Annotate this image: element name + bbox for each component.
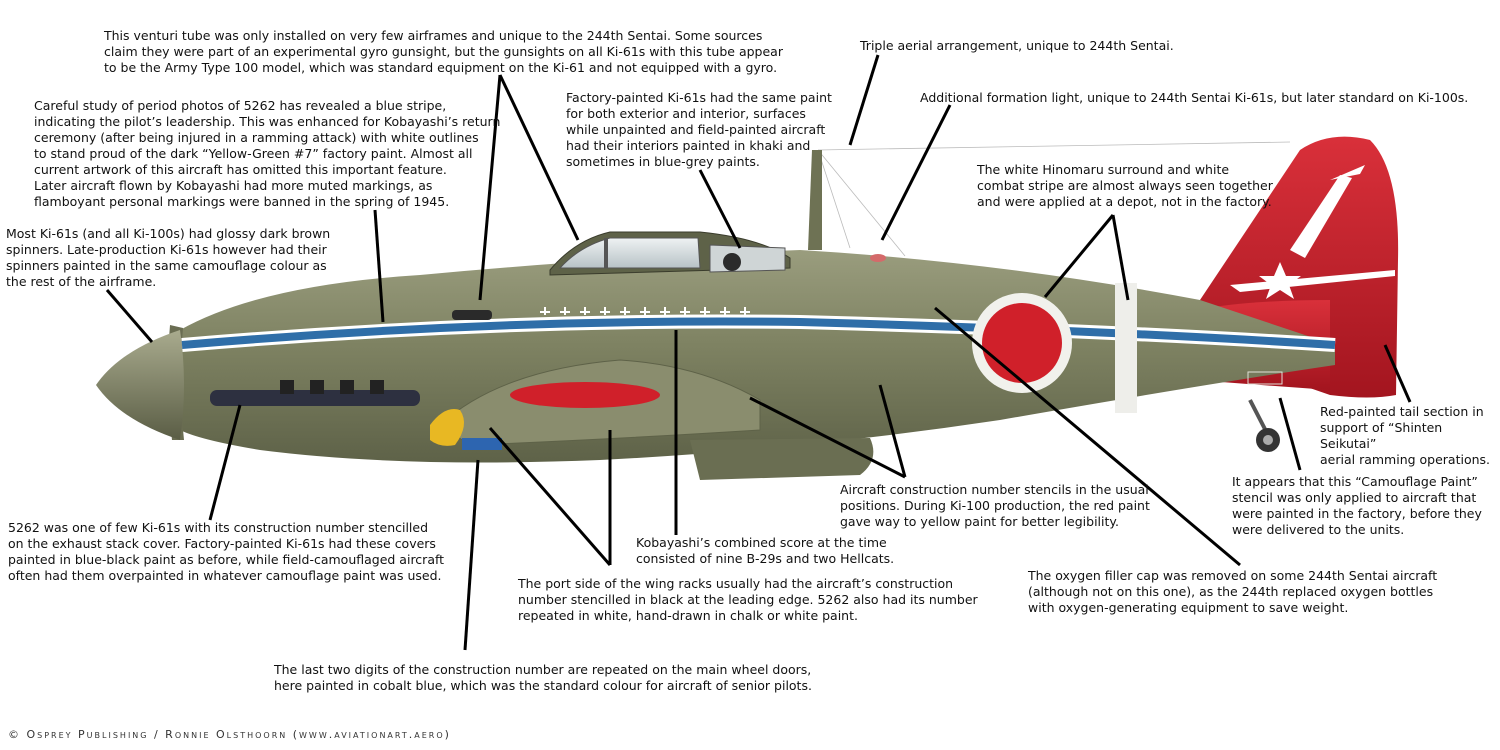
note-aerial: Triple aerial arrangement, unique to 244… (860, 38, 1174, 53)
aerial-mast (808, 150, 822, 250)
formation-light (870, 254, 886, 262)
note-hinomaru: The white Hinomaru surround and white co… (977, 162, 1273, 209)
spinner (96, 330, 184, 440)
note-factory-paint: Factory-painted Ki-61s had the same pain… (566, 90, 832, 169)
canopy-glass (558, 237, 701, 269)
combat-stripe-blue-inner (181, 317, 1336, 349)
white-combat-band (1115, 283, 1137, 413)
rear-canopy (709, 244, 786, 273)
note-camouflage-stencil: It appears that this “Camouflage Paint” … (1232, 474, 1482, 537)
note-wheel-doors: The last two digits of the construction … (274, 662, 812, 693)
venturi-tube (452, 310, 492, 320)
note-wing-racks: The port side of the wing racks usually … (518, 576, 978, 623)
note-red-tail: Red-painted tail section in support of “… (1320, 404, 1491, 467)
note-blue-stripe: Careful study of period photos of 5262 h… (34, 98, 501, 209)
canopy-frame (604, 238, 608, 268)
hinomaru (982, 303, 1062, 383)
tail-emblem (1230, 165, 1395, 299)
annotation-arrows (105, 54, 1412, 651)
exhaust-stacks (210, 380, 420, 406)
pilot-headrest (723, 253, 741, 271)
tail-wheel (1248, 399, 1280, 452)
note-construction-stencils: Aircraft construction number stencils in… (840, 482, 1150, 529)
radiator-scoop (690, 438, 874, 480)
note-spinner: Most Ki-61s (and all Ki-100s) had glossy… (6, 226, 331, 289)
camouflage-stencil (1247, 371, 1283, 385)
wing-hinomaru (510, 382, 660, 408)
note-formation-light: Additional formation light, unique to 24… (920, 90, 1469, 105)
note-exhaust-cover: 5262 was one of few Ki-61s with its cons… (8, 520, 445, 583)
note-oxygen: The oxygen filler cap was removed on som… (1028, 568, 1438, 615)
aerial-wires (817, 141, 1291, 257)
note-venturi-tube: This venturi tube was only installed on … (104, 28, 783, 75)
wheel-door (462, 438, 502, 450)
note-score: Kobayashi’s combined score at the time c… (636, 535, 895, 566)
credit-line: © Osprey Publishing / Ronnie Olsthoorn (… (8, 728, 451, 741)
yellow-leading-edge (430, 409, 464, 446)
score-marks (540, 307, 750, 315)
